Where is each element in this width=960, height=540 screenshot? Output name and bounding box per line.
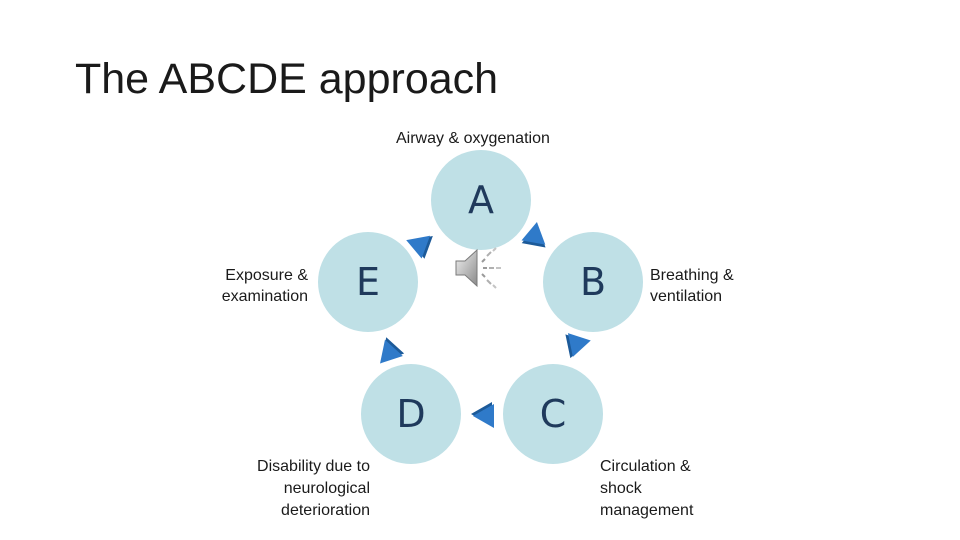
label-disability-line3: deterioration — [281, 502, 370, 519]
letter-a: A — [468, 178, 494, 222]
label-airway-text: Airway & oxygenation — [396, 130, 550, 147]
label-breathing-line2: ventilation — [650, 288, 723, 305]
letter-b: B — [579, 260, 607, 304]
label-circulation-line1: Circulation & — [600, 458, 691, 475]
circle-e: E — [318, 232, 418, 332]
letter-c: C — [539, 392, 567, 436]
label-breathing-line1: Breathing & — [650, 267, 734, 284]
circle-d: D — [361, 364, 461, 464]
arrow-icon-d-to-e — [380, 337, 405, 364]
circle-c: C — [503, 364, 603, 464]
label-disability-line2: neurological — [283, 480, 370, 497]
label-circulation-line3: management — [600, 502, 694, 519]
label-exposure: Exposure & examination — [190, 265, 308, 307]
arrow-icon-b-to-c — [565, 333, 591, 359]
circle-b: B — [543, 232, 643, 332]
arrow-icon-a-to-b — [521, 221, 546, 248]
label-exposure-line1: Exposure & — [225, 267, 308, 284]
label-circulation: Circulation & shock management — [600, 456, 693, 522]
speaker-icon[interactable] — [452, 245, 504, 291]
label-disability: Disability due to neurological deteriora… — [200, 456, 370, 522]
arrow-icon-e-to-a — [406, 235, 433, 259]
label-circulation-line2: shock — [600, 480, 642, 497]
arrow-icon-c-to-d — [471, 402, 494, 428]
label-exposure-line2: examination — [221, 288, 308, 305]
label-airway: Airway & oxygenation — [396, 128, 550, 149]
label-disability-line1: Disability due to — [257, 458, 370, 475]
letter-e: E — [355, 260, 380, 304]
letter-d: D — [396, 392, 426, 436]
circle-a: A — [431, 150, 531, 250]
label-breathing: Breathing & ventilation — [650, 265, 734, 307]
slide-title: The ABCDE approach — [75, 55, 499, 103]
